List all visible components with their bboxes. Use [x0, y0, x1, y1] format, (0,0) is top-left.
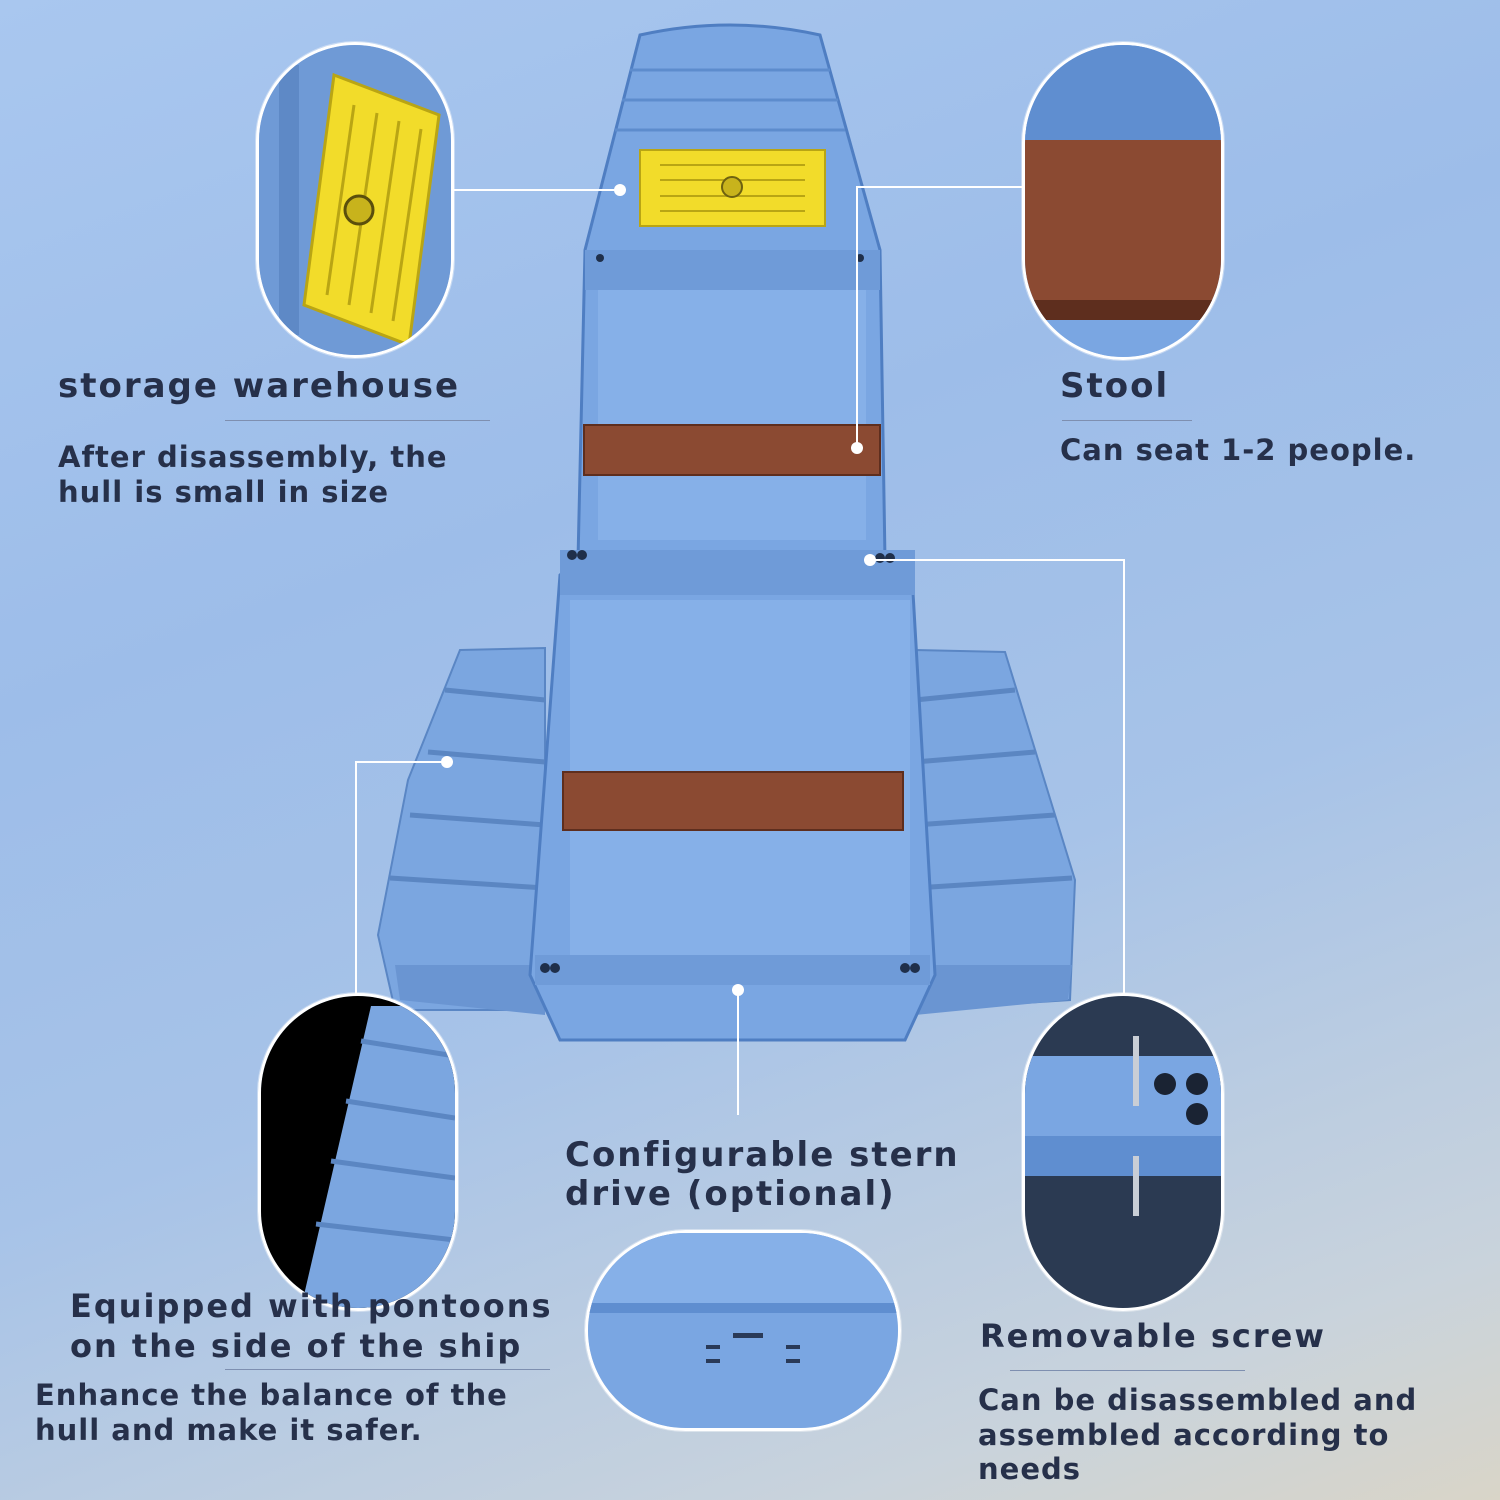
- pontoon-rule: [225, 1369, 550, 1370]
- hull: [528, 23, 937, 1042]
- stern-closeup: [588, 1233, 898, 1428]
- pontoon-desc-line1: Enhance the balance of the: [35, 1378, 508, 1412]
- pontoon-desc-line2: hull and make it safer.: [35, 1413, 423, 1447]
- leader-storage: [448, 189, 620, 191]
- leader-stool-h: [856, 186, 1024, 188]
- leader-dot-stern: [732, 984, 744, 996]
- leader-pontoon-v: [355, 761, 357, 995]
- screw-rule: [1010, 1370, 1245, 1371]
- screw-desc-line1: Can be disassembled and: [978, 1383, 1418, 1417]
- leader-dot-pontoon: [441, 756, 453, 768]
- storage-desc-line1: After disassembly, the: [58, 440, 448, 474]
- leader-screw-v: [1123, 559, 1125, 994]
- leader-stern: [737, 990, 739, 1115]
- stern-detail-image: [585, 1230, 901, 1431]
- pontoon-closeup: [261, 996, 455, 1308]
- stool-desc: Can seat 1-2 people.: [1060, 433, 1417, 467]
- stern-title-line2: drive (optional): [565, 1174, 896, 1214]
- leader-stool-v: [856, 186, 858, 448]
- screw-title: Removable screw: [980, 1317, 1326, 1355]
- stool-closeup: [1025, 45, 1221, 357]
- pontoon-detail-image: [258, 993, 458, 1311]
- leader-dot-screw: [864, 554, 876, 566]
- front-seat: [583, 424, 881, 476]
- leader-screw-h: [870, 559, 1125, 561]
- leader-dot-stool: [851, 442, 863, 454]
- storage-detail-image: [256, 42, 454, 358]
- storage-title: storage warehouse: [58, 366, 461, 406]
- screw-desc-line2: assembled according to needs: [978, 1418, 1390, 1486]
- leader-pontoon-h: [355, 761, 447, 763]
- stool-detail-image: [1022, 42, 1224, 360]
- screw-closeup: [1025, 996, 1221, 1308]
- storage-rule: [225, 420, 490, 421]
- leader-dot-storage: [614, 184, 626, 196]
- rear-seat: [562, 771, 904, 831]
- storage-hatch-closeup: [259, 45, 451, 355]
- stern-title-line1: Configurable stern: [565, 1135, 960, 1175]
- left-pontoon: [376, 646, 546, 1015]
- pontoon-title-line2: on the side of the ship: [70, 1327, 523, 1365]
- pontoon-title-line1: Equipped with pontoons: [70, 1287, 553, 1325]
- screw-detail-image: [1022, 993, 1224, 1311]
- stool-rule: [1062, 420, 1192, 421]
- storage-desc-line2: hull is small in size: [58, 475, 390, 509]
- right-pontoon: [914, 648, 1077, 1015]
- stool-title: Stool: [1060, 366, 1170, 406]
